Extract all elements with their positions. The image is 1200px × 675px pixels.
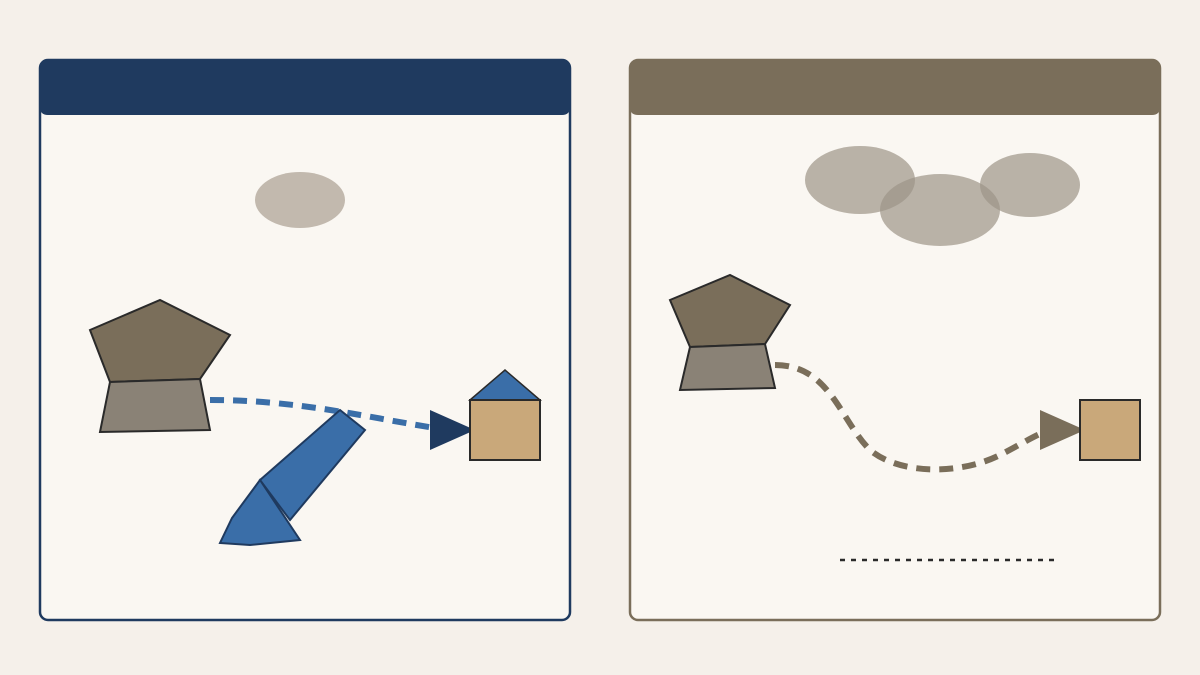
pentagon-rock-icon bbox=[88, 298, 232, 434]
left-panel-header bbox=[40, 60, 570, 115]
big-arrow-icon bbox=[218, 408, 367, 547]
wavy-dashed-route bbox=[774, 362, 1046, 473]
cloud-cluster-icon bbox=[805, 146, 1080, 246]
pentagon-rock-icon bbox=[668, 273, 792, 392]
right-panel bbox=[628, 58, 1162, 622]
dashed-route bbox=[209, 397, 436, 431]
cloud-icon bbox=[255, 172, 345, 228]
arrowhead-icon bbox=[1040, 410, 1085, 450]
arrowhead-icon bbox=[430, 410, 475, 450]
right-panel-header bbox=[630, 60, 1160, 115]
box-icon bbox=[1079, 399, 1141, 461]
left-panel bbox=[38, 58, 572, 622]
house-icon bbox=[467, 369, 543, 461]
